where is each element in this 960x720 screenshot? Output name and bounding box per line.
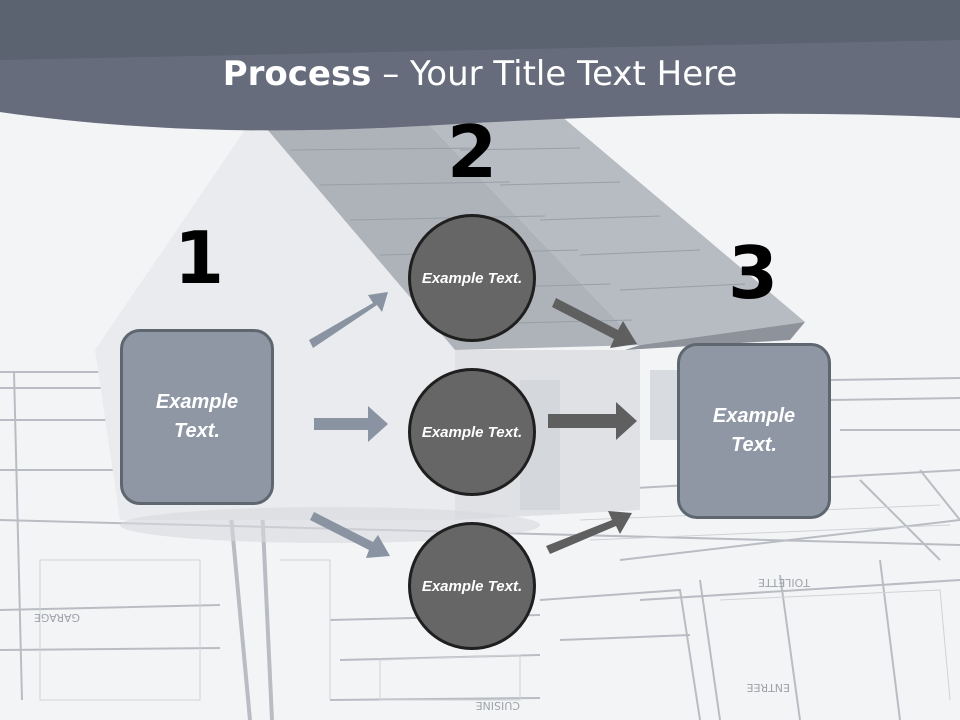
step-1-label: Example Text. (155, 391, 239, 442)
svg-text:GARAGE: GARAGE (34, 611, 80, 624)
title-rest: – Your Title Text Here (371, 54, 738, 94)
title-bold: Process (222, 54, 372, 94)
step-2-circle-top: Example Text. (408, 214, 536, 342)
circle-bottom-label: Example Text. (421, 577, 523, 595)
circle-middle-label: Example Text. (421, 423, 523, 441)
step-number-3: 3 (727, 231, 779, 315)
circle-top-label: Example Text. (421, 269, 523, 287)
step-3-box: Example Text. (677, 343, 831, 519)
step-1-box: Example Text. (120, 329, 274, 505)
step-number-2: 2 (446, 110, 498, 194)
svg-text:ENTREE: ENTREE (747, 681, 790, 694)
step-3-label: Example Text. (712, 405, 796, 456)
slide-title: Process – Your Title Text Here (0, 50, 960, 98)
step-number-1: 1 (173, 216, 225, 300)
step-2-circle-bottom: Example Text. (408, 522, 536, 650)
svg-text:TOILETTE: TOILETTE (758, 576, 811, 589)
step-2-circle-middle: Example Text. (408, 368, 536, 496)
svg-text:CUISINE: CUISINE (476, 699, 520, 712)
